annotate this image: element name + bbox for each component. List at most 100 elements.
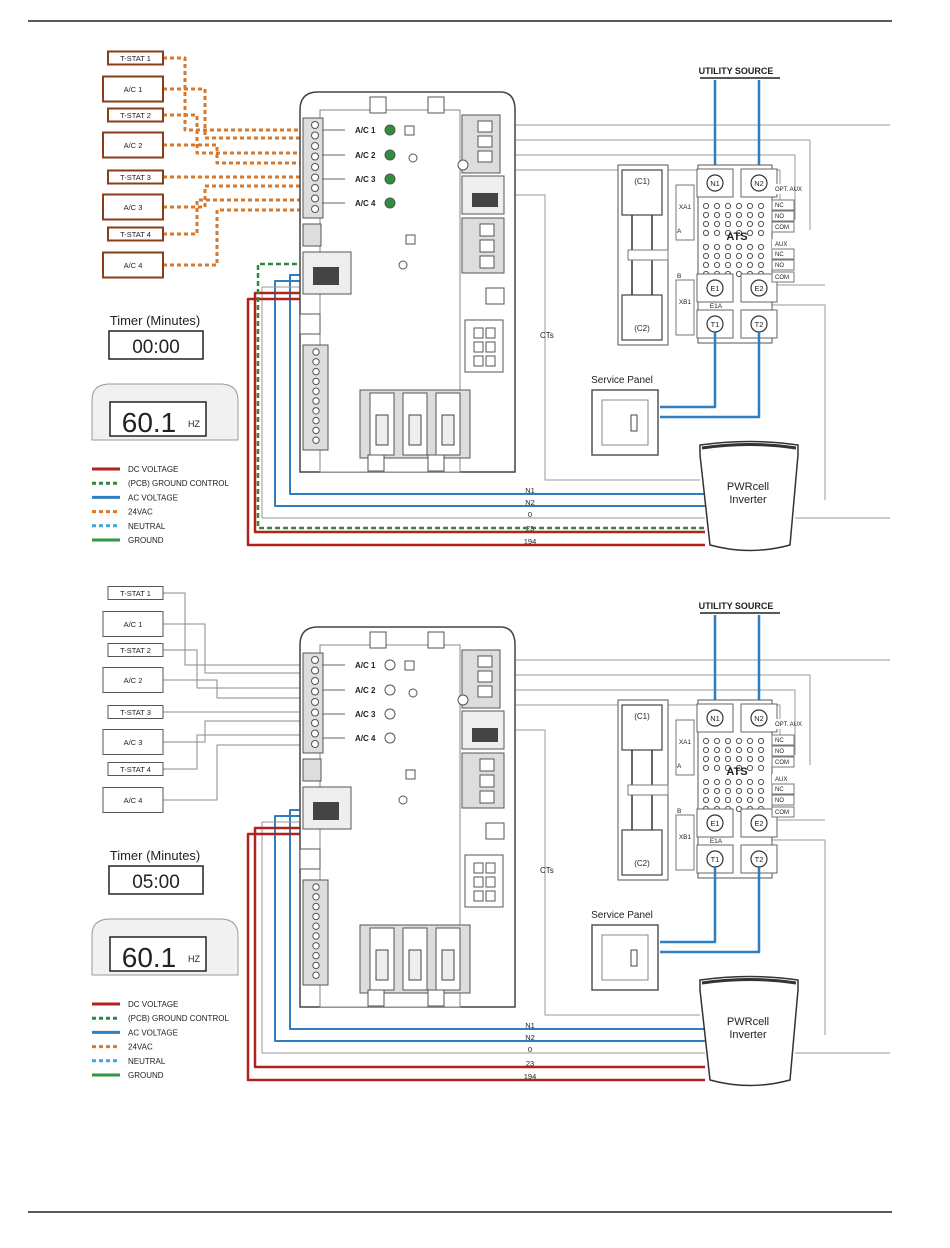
ats-b-label: B: [677, 273, 681, 280]
bus-wire: [261, 821, 705, 1054]
ac-unit-box: [102, 787, 164, 813]
ats-coil-c2: [621, 829, 663, 876]
ats-relay-dot: [746, 252, 754, 260]
ats-relay-dot: [746, 202, 754, 210]
bus-wire-label: 0: [528, 510, 532, 519]
ats-relay-dot: [757, 764, 765, 772]
ats-terminal-label: N1: [710, 714, 720, 723]
tstat-label: T-STAT 4: [120, 765, 151, 774]
tstat-wire: [163, 720, 312, 743]
bus-wire-label: 194: [524, 537, 537, 546]
bus-wire: [289, 274, 705, 495]
terminal-screw: [312, 426, 320, 435]
terminal-screw: [311, 677, 319, 685]
ats-relay-dot: [724, 252, 732, 260]
service-panel-label: Service Panel: [591, 375, 653, 386]
ats-contact-box: [772, 774, 794, 784]
ats-relay-dot: [713, 764, 721, 772]
relay-terminal: [479, 790, 495, 804]
ac-channel-label: A/C 1: [355, 661, 376, 670]
tstat-wire: [163, 679, 312, 699]
ats-terminal: [706, 709, 724, 727]
control-wire: [515, 169, 781, 210]
ats-relay-dot: [713, 787, 721, 795]
ats-relay-dot: [702, 746, 710, 754]
relay-terminal: [479, 239, 495, 253]
legend-label: 24VAC: [128, 508, 153, 517]
molex-pin: [485, 341, 496, 353]
tstat-wire: [163, 623, 312, 674]
tstat-label: T-STAT 2: [120, 111, 151, 120]
tstat-label: T-STAT 1: [120, 54, 151, 63]
terminal-screw: [311, 729, 319, 738]
control-wire: [515, 139, 811, 230]
tstat-box: [107, 762, 164, 776]
terminal-screw: [311, 152, 319, 161]
inverter-label-2: Inverter: [729, 1029, 767, 1041]
ats-relay-dot: [757, 787, 765, 795]
legend-label: 24VAC: [128, 1043, 153, 1052]
ats-relay-dot: [746, 796, 754, 804]
ats-relay-dot: [757, 796, 765, 804]
timer-label: Timer (Minutes): [110, 313, 201, 328]
ats-a-label: A: [677, 228, 682, 235]
small-connector: [485, 822, 505, 840]
ats-relay-dot: [724, 243, 732, 251]
terminal-screw: [312, 387, 320, 395]
ats-relay-dot: [757, 737, 765, 745]
ats-relay-dot: [713, 229, 721, 237]
ats-relay-dot: [746, 737, 754, 745]
ats-relay-dot: [702, 796, 710, 804]
ats-terminal-label: E2: [754, 819, 763, 828]
xb1-label: XB1: [679, 299, 692, 306]
relay-terminal: [479, 255, 495, 269]
ats-relay-dot: [735, 796, 743, 804]
timer-value: 05:00: [132, 872, 180, 893]
ats-relay-dot: [735, 764, 743, 772]
molex-pin: [485, 890, 496, 902]
ats-contact-box: [771, 806, 795, 818]
terminal-screw: [312, 902, 320, 911]
ats-contact-box: [771, 745, 795, 757]
ats-relay-dot: [735, 787, 743, 795]
cts-label: CTs: [540, 866, 554, 875]
ats-relay-dot: [702, 202, 710, 210]
ats-contact-box: [771, 794, 795, 806]
ats-relay-dot: [702, 243, 710, 251]
terminal-screw: [312, 407, 320, 415]
ats-contact-label: NC: [775, 203, 784, 209]
mount-tab: [427, 454, 445, 472]
pwrcell-inverter: [699, 440, 799, 552]
ac-unit-box: [102, 729, 164, 755]
ats-bar: [627, 784, 669, 796]
small-connector: [299, 848, 321, 870]
fuse: [441, 414, 455, 446]
board-led: [408, 153, 418, 163]
frequency-display: [109, 401, 207, 437]
timer-value: 00:00: [132, 337, 180, 358]
bus-wire-label: N1: [525, 1021, 535, 1030]
ats-relay-dot: [757, 243, 765, 251]
frequency-unit: HZ: [188, 954, 200, 964]
ats-contact-box: [772, 719, 794, 729]
ats-terminal-label: N2: [754, 179, 764, 188]
ats-terminal-label: T2: [755, 320, 764, 329]
mount-tab: [369, 631, 387, 649]
legend-label: (PCB) GROUND CONTROL: [128, 479, 229, 488]
ats-relay-dot: [713, 202, 721, 210]
ats-contact-label: COM: [775, 275, 789, 281]
ats-relay-dot: [724, 778, 732, 786]
ats-c1-label: (C1): [634, 712, 650, 721]
terminal-screw: [312, 932, 320, 940]
legend-label: DC VOLTAGE: [128, 465, 178, 474]
ats-relay-dot: [735, 243, 743, 251]
relay-terminal: [479, 758, 495, 772]
ats-coil-c1: [621, 704, 663, 751]
terminal-screw: [312, 377, 320, 386]
ac-unit-label: A/C 1: [124, 85, 143, 94]
relay-terminal: [477, 685, 493, 698]
bus-wire: [274, 280, 705, 507]
ats-contact-box: [771, 783, 795, 795]
ats-relay-dot: [713, 755, 721, 763]
